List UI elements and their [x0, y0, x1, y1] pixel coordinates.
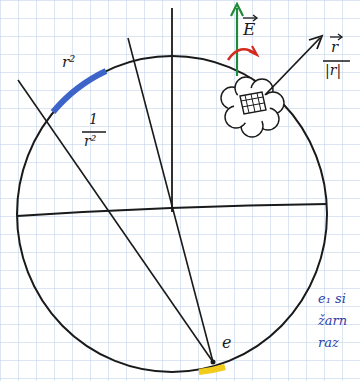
vector-symbol: r — [331, 39, 338, 56]
axis-line — [171, 8, 173, 212]
cone-line — [128, 38, 213, 362]
field-arrow — [231, 4, 243, 76]
fraction-denominator: r² — [84, 134, 96, 149]
cone-line — [18, 80, 213, 362]
margin-note: raz — [318, 336, 339, 350]
vector-marks — [243, 15, 350, 61]
direction-arrow — [265, 36, 322, 95]
margin-note: e₁ si — [318, 292, 346, 306]
charge-label: e — [222, 334, 231, 352]
margin-note: žarn — [318, 314, 347, 328]
field-symbol: E — [243, 20, 255, 39]
fraction-numerator: 1 — [89, 112, 98, 127]
vector-magnitude: |r| — [325, 63, 341, 78]
rotation-arrow — [228, 46, 257, 60]
charge-point — [211, 360, 216, 365]
fraction-bar — [82, 131, 106, 133]
small-area-arc — [199, 367, 225, 372]
area-arc — [53, 71, 106, 112]
area-label: r² — [62, 54, 75, 71]
